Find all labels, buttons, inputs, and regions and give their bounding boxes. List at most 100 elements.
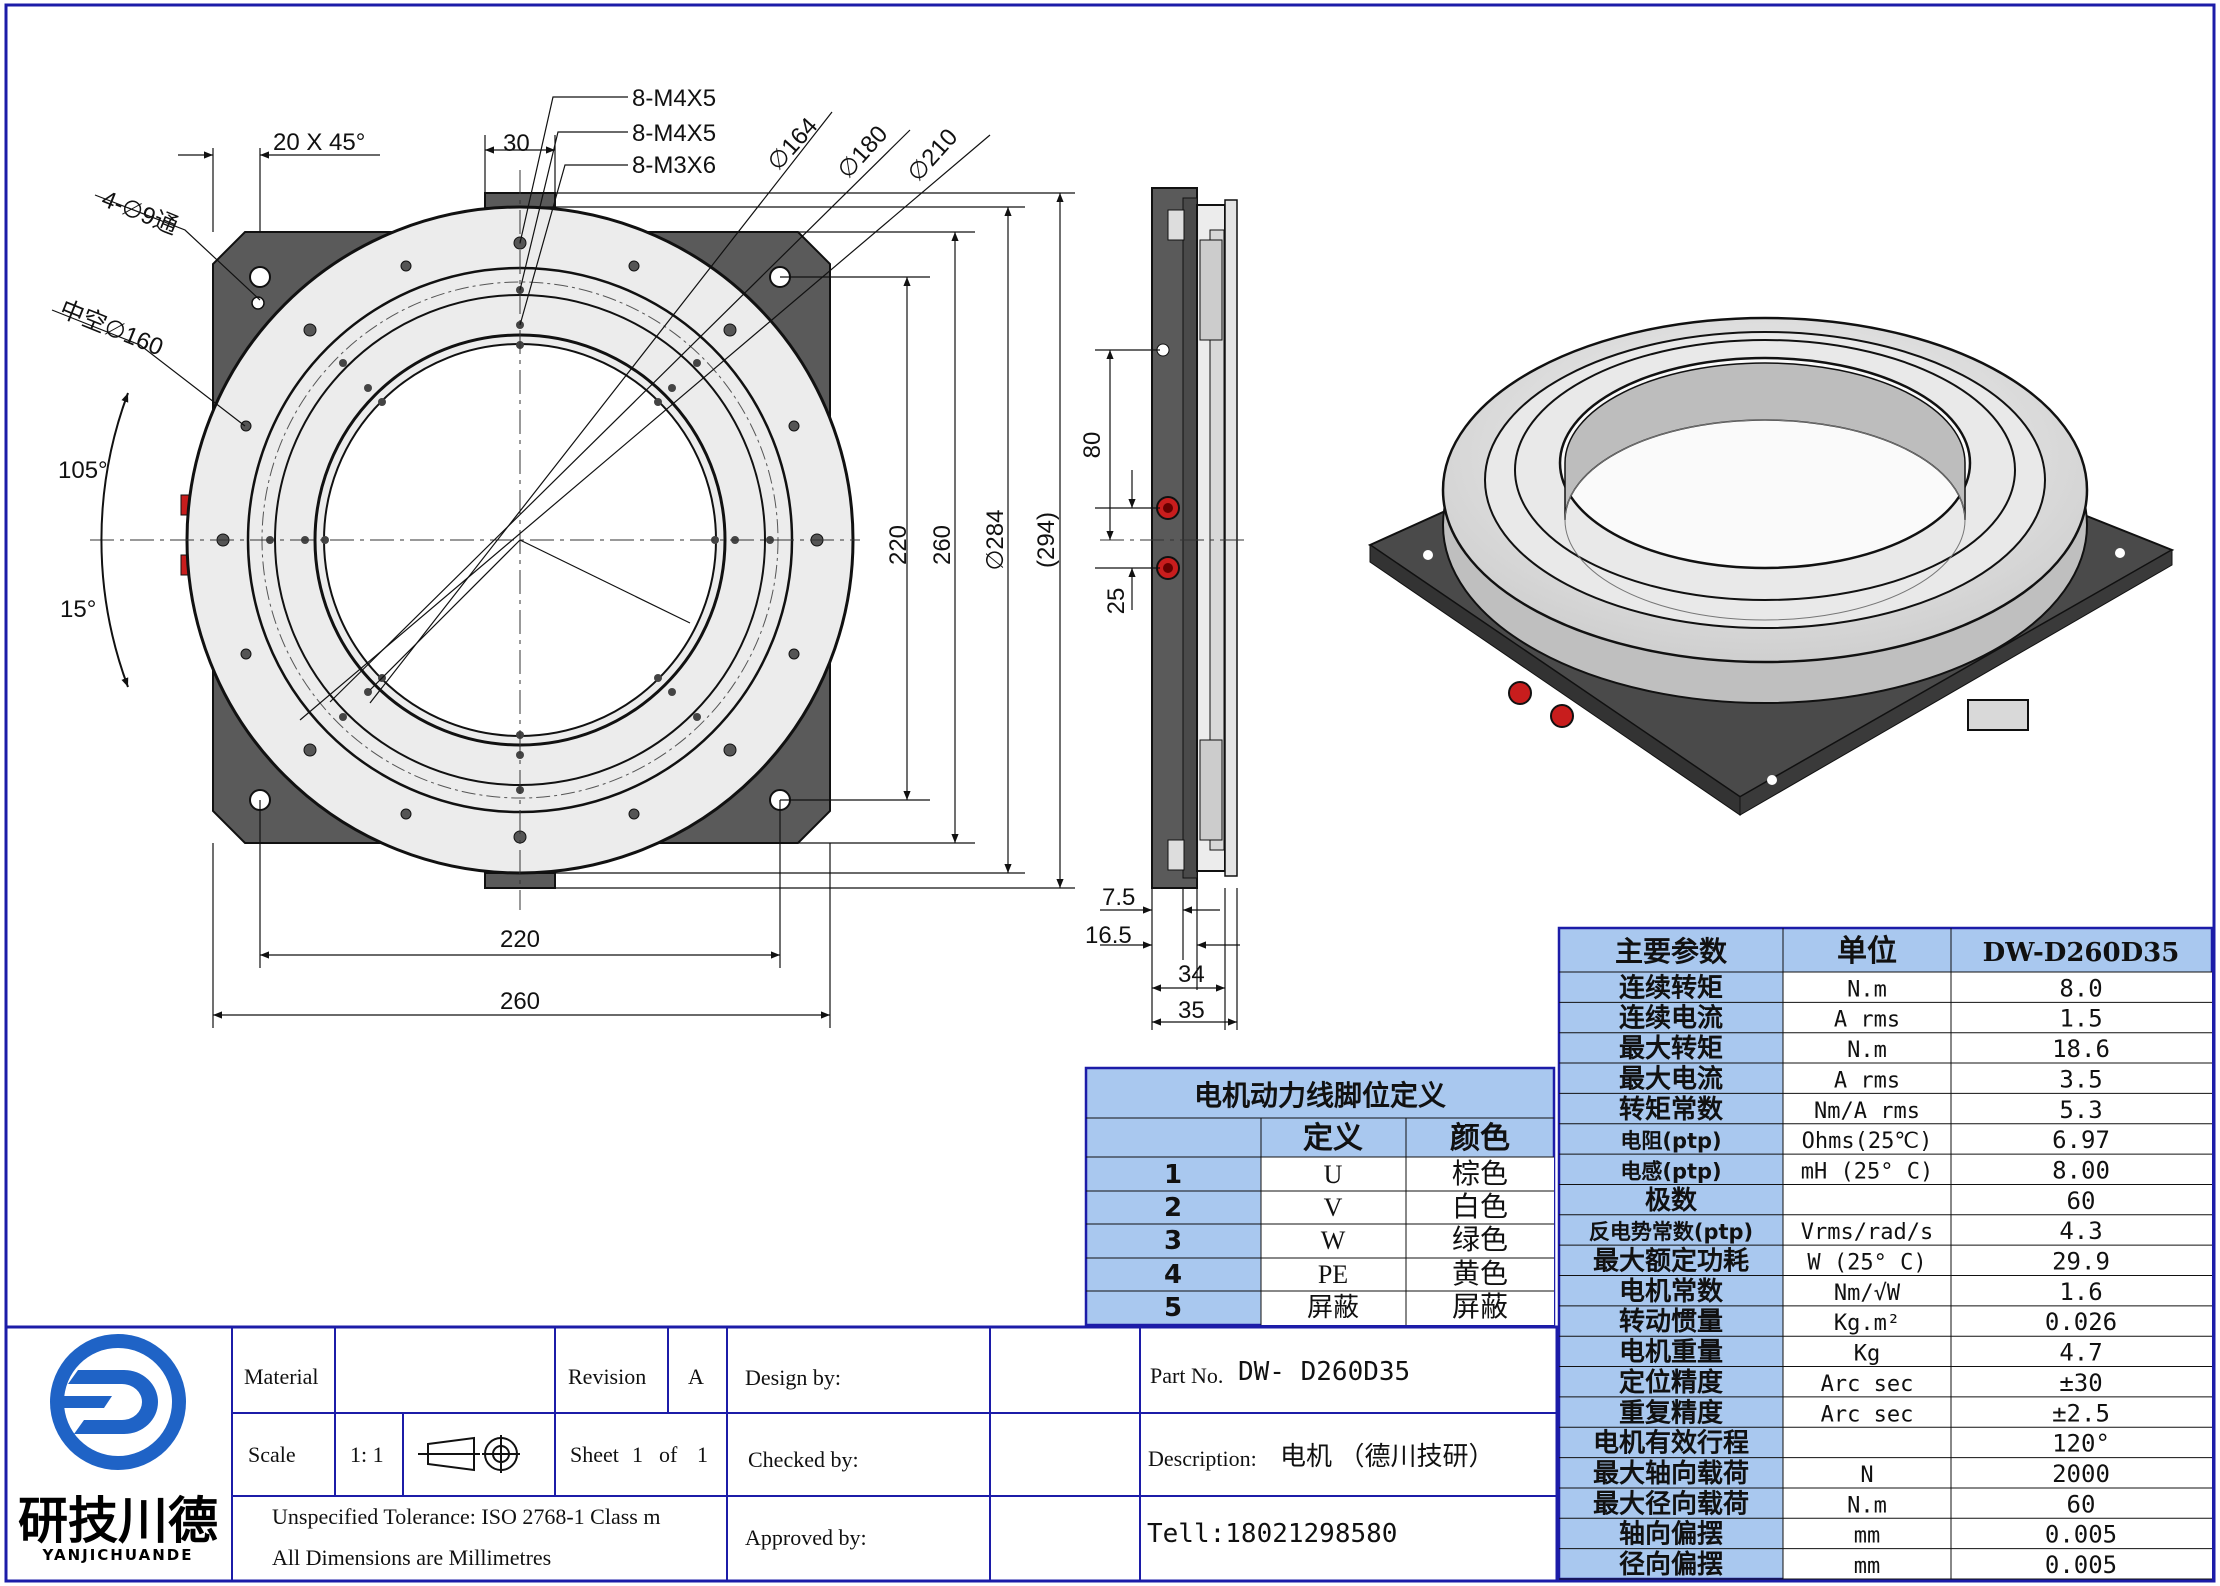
pin-color: 棕色 xyxy=(1452,1158,1508,1190)
horizontal-dims xyxy=(212,800,831,1028)
pin-header-definition: 定义 xyxy=(1303,1121,1363,1156)
spec-value: 0.026 xyxy=(2045,1308,2117,1336)
company-logo: 研技川德 YANJICHUANDE xyxy=(18,1334,218,1564)
spec-param: 最大电流 xyxy=(1619,1064,1723,1094)
spec-param: 电机有效行程 xyxy=(1593,1428,1749,1459)
pin-color: 白色 xyxy=(1452,1191,1508,1223)
approved-by-label: Approved by: xyxy=(745,1525,867,1550)
description-label: Description: xyxy=(1148,1446,1257,1471)
scale-value: 1: 1 xyxy=(350,1442,384,1467)
vertical-dims xyxy=(520,192,1075,889)
spec-value: 0.005 xyxy=(2045,1521,2117,1549)
part-no-label: Part No. xyxy=(1150,1363,1223,1388)
connector xyxy=(1508,681,1532,705)
spec-unit: A rms xyxy=(1834,1008,1900,1033)
material-label: Material xyxy=(244,1364,319,1389)
spec-value: 120° xyxy=(2052,1430,2110,1458)
spec-unit: Nm/A rms xyxy=(1814,1099,1920,1124)
spec-unit: N.m xyxy=(1847,977,1887,1002)
spec-param: 重复精度 xyxy=(1619,1397,1723,1428)
mount-hole xyxy=(249,266,271,288)
spec-unit: Nm/√W xyxy=(1834,1281,1901,1306)
dim-holes-3: 8-M3X6 xyxy=(632,152,716,179)
spec-value: 3.5 xyxy=(2059,1065,2102,1093)
projection-symbol xyxy=(418,1435,520,1473)
spec-unit: W (25° C) xyxy=(1807,1251,1926,1276)
dim-v260: 260 xyxy=(929,525,956,565)
spec-unit: Kg xyxy=(1854,1342,1881,1367)
spec-unit: N xyxy=(1860,1463,1873,1488)
revision-value: A xyxy=(688,1364,704,1389)
logo-chinese: 研技川德 xyxy=(18,1492,218,1550)
spec-value: 60 xyxy=(2067,1490,2096,1518)
spec-unit: Ohms(25℃) xyxy=(1802,1129,1933,1154)
pin-number: 2 xyxy=(1164,1193,1182,1223)
spec-unit: Kg.m² xyxy=(1834,1311,1900,1336)
leader-lines xyxy=(51,96,991,721)
dim-side-7-5: 7.5 xyxy=(1102,884,1135,911)
spec-header-unit: 单位 xyxy=(1837,934,1897,969)
pin-number: 5 xyxy=(1164,1293,1182,1323)
pin-number: 3 xyxy=(1164,1226,1182,1256)
sheet-of: of xyxy=(659,1442,678,1467)
tel: Tell:18021298580 xyxy=(1147,1519,1397,1549)
spec-param: 极数 xyxy=(1645,1186,1698,1216)
dim-side-16-5: 16.5 xyxy=(1085,922,1132,949)
spec-param: 电感(ptp) xyxy=(1620,1159,1721,1183)
pin-color: 屏蔽 xyxy=(1452,1291,1508,1323)
spec-value: 18.6 xyxy=(2052,1035,2110,1063)
spec-param: 连续转矩 xyxy=(1619,972,1723,1003)
spec-header-model: DW-D260D35 xyxy=(1983,938,2180,968)
spec-param: 定位精度 xyxy=(1619,1367,1723,1398)
connector xyxy=(1550,704,1574,728)
sheet-label: Sheet xyxy=(570,1442,619,1467)
spec-param: 电阻(ptp) xyxy=(1620,1129,1721,1153)
dim-side-35: 35 xyxy=(1178,997,1205,1024)
spec-param: 电机重量 xyxy=(1619,1338,1723,1368)
pin-color: 绿色 xyxy=(1452,1224,1508,1256)
design-by-label: Design by: xyxy=(745,1365,841,1390)
spec-param: 最大轴向载荷 xyxy=(1593,1458,1749,1489)
pin-number: 4 xyxy=(1164,1260,1182,1290)
side-view xyxy=(1100,187,1250,889)
spec-value: 8.0 xyxy=(2059,974,2102,1002)
pin-header-color: 颜色 xyxy=(1450,1121,1510,1156)
angle-arc xyxy=(100,392,129,688)
spec-param: 最大额定功耗 xyxy=(1593,1246,1749,1277)
spec-unit: mm xyxy=(1854,1524,1881,1549)
dim-through-holes: 4-∅9通 xyxy=(98,186,182,241)
spec-header-param: 主要参数 xyxy=(1615,935,1728,968)
front-view: 8-M4X5 8-M4X5 8-M3X6 20 X 45° 30 4-∅9通 中… xyxy=(51,85,1075,1028)
spec-param: 最大径向载荷 xyxy=(1593,1488,1749,1519)
pin-table-title: 电机动力线脚位定义 xyxy=(1194,1079,1446,1112)
dim-h260: 260 xyxy=(500,988,540,1015)
spec-unit: N.m xyxy=(1847,1038,1887,1063)
spec-param: 反电势常数(ptp) xyxy=(1589,1220,1753,1244)
spec-value: 4.3 xyxy=(2059,1217,2102,1245)
dim-dia-210: ∅210 xyxy=(902,124,963,187)
dim-hollow: 中空∅160 xyxy=(56,296,167,362)
spec-value: 1.6 xyxy=(2059,1278,2102,1306)
spec-unit: Vrms/rad/s xyxy=(1801,1220,1933,1245)
isometric-view xyxy=(1367,316,2175,816)
spec-param: 电机常数 xyxy=(1619,1277,1724,1307)
pin-definition: PE xyxy=(1318,1260,1348,1289)
spec-unit: mm xyxy=(1854,1554,1881,1579)
revision-label: Revision xyxy=(568,1364,646,1389)
spec-value: ±30 xyxy=(2059,1369,2102,1397)
pin-definition: 屏蔽 xyxy=(1307,1293,1359,1322)
spec-value: 5.3 xyxy=(2059,1096,2102,1124)
spec-value: 1.5 xyxy=(2059,1005,2102,1033)
dim-angle-15: 15° xyxy=(60,596,96,623)
dim-dia-180: ∅180 xyxy=(832,121,893,184)
spec-param: 轴向偏摆 xyxy=(1619,1519,1723,1550)
dim-angle-105: 105° xyxy=(58,457,108,484)
spec-param: 径向偏摆 xyxy=(1619,1549,1723,1580)
pin-color: 黄色 xyxy=(1452,1258,1508,1290)
dim-v220: 220 xyxy=(885,525,912,565)
description-value: 电机 （德川技研） xyxy=(1280,1442,1495,1471)
tolerance-note: Unspecified Tolerance: ISO 2768-1 Class … xyxy=(272,1504,660,1529)
spec-value: 0.005 xyxy=(2045,1551,2117,1579)
dim-holes-1: 8-M4X5 xyxy=(632,85,716,112)
